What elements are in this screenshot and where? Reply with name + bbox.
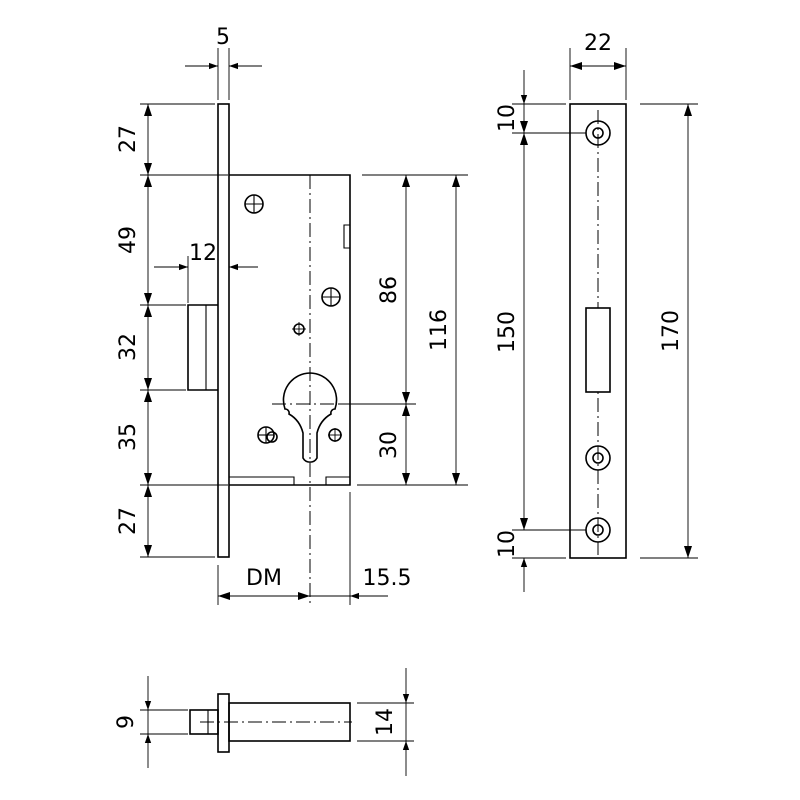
dim-latch-projection: 12 xyxy=(189,241,217,266)
cylinder-cutout xyxy=(282,372,338,463)
lock-body-side-view: 5 27 49 32 35 27 12 86 1 xyxy=(116,25,468,605)
dim-15-5: 15.5 xyxy=(363,566,412,591)
dim-strike-bottom-10: 10 xyxy=(495,530,520,558)
latch-opening xyxy=(585,307,611,393)
dim-bolt-14: 14 xyxy=(373,708,398,736)
dim-strike-hole-spacing-150: 150 xyxy=(495,311,520,353)
bolt-view: 9 14 xyxy=(114,668,414,776)
dim-backset-86: 86 xyxy=(377,276,402,304)
dim-latch-offset: 49 xyxy=(116,226,141,254)
dim-bolt-9: 9 xyxy=(114,715,139,729)
strike-plate-view: 22 10 150 10 170 xyxy=(495,31,698,592)
dim-case-height-116: 116 xyxy=(427,309,452,351)
bolt-faceplate xyxy=(217,693,230,753)
bottom-slot xyxy=(229,476,295,485)
dim-faceplate-thickness: 5 xyxy=(216,25,230,50)
small-hole-lower-right xyxy=(328,428,342,442)
strike-plate xyxy=(569,103,627,559)
case-notch xyxy=(343,224,350,249)
dim-strike-length-170: 170 xyxy=(659,310,684,352)
dim-strike-top-10: 10 xyxy=(495,104,520,132)
lock-case xyxy=(229,174,351,486)
screw-hole-middle xyxy=(321,287,341,307)
screw-hole-lower-left xyxy=(257,426,278,444)
strike-screw-hole-middle xyxy=(585,445,611,471)
left-dimension-chain xyxy=(140,103,228,558)
dim-cylinder-offset: 35 xyxy=(116,423,141,451)
dim-backset-dm: DM xyxy=(246,566,282,591)
dim-top-offset: 27 xyxy=(116,125,141,153)
dim-cylinder-30: 30 xyxy=(377,431,402,459)
bottom-slot-right xyxy=(325,476,350,485)
screw-hole-top xyxy=(244,194,264,214)
small-hole-middle xyxy=(292,322,306,336)
latch-bolt xyxy=(187,304,218,391)
faceplate xyxy=(217,103,230,558)
dim-bottom-offset: 27 xyxy=(116,507,141,535)
dim-strike-width: 22 xyxy=(584,31,612,56)
dim-latch-height: 32 xyxy=(116,333,141,361)
